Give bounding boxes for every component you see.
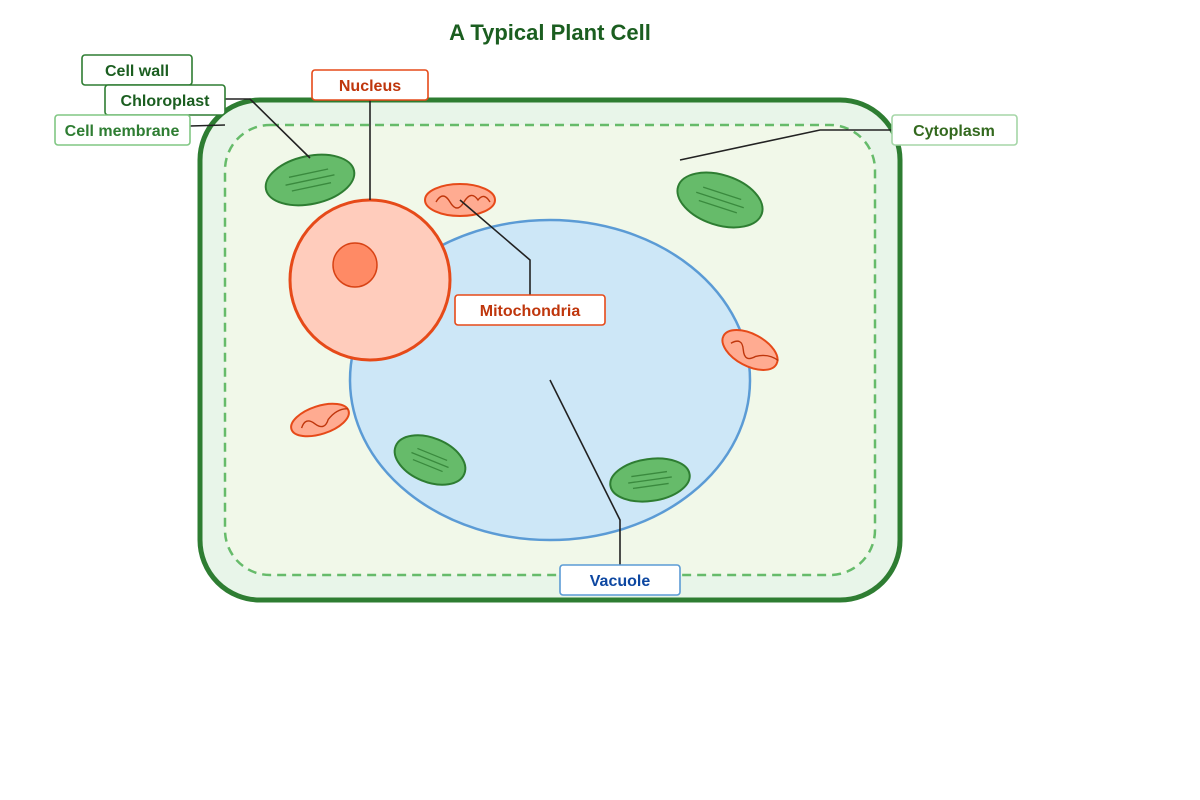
- label-cell-membrane: Cell membrane: [54, 114, 191, 146]
- leader-cell-membrane: [189, 124, 226, 127]
- chloroplast: [393, 434, 467, 486]
- label-cell-wall: Cell wall: [81, 54, 193, 86]
- mitochondrion: [290, 402, 350, 438]
- label-chloroplast-text: Chloroplast: [121, 93, 211, 110]
- label-vacuole: Vacuole: [559, 564, 681, 596]
- label-mitochondria: Mitochondria: [454, 294, 606, 326]
- label-cytoplasm: Cytoplasm: [891, 114, 1018, 146]
- nucleus: [288, 198, 452, 362]
- leader-mitochondria: [459, 199, 531, 295]
- chloroplast: [609, 457, 691, 503]
- chloroplast: [264, 153, 356, 207]
- label-mitochondria-text: Mitochondria: [480, 303, 581, 320]
- leader-cytoplasm: [679, 129, 892, 161]
- label-cytoplasm-text: Cytoplasm: [913, 123, 995, 140]
- label-nucleus: Nucleus: [311, 69, 429, 101]
- leader-lines: [189, 98, 892, 565]
- label-chloroplast: Chloroplast: [104, 84, 226, 116]
- mitochondrion: [721, 329, 779, 371]
- diagram-title: A Typical Plant Cell: [449, 20, 651, 45]
- leader-vacuole: [549, 379, 621, 565]
- label-cell-wall-text: Cell wall: [105, 63, 169, 80]
- leader-chloroplast: [225, 98, 311, 159]
- label-cell-membrane-text: Cell membrane: [65, 123, 180, 140]
- nucleolus: [332, 242, 378, 288]
- label-vacuole-text: Vacuole: [590, 573, 651, 590]
- label-nucleus-text: Nucleus: [339, 78, 401, 95]
- chloroplast: [676, 171, 764, 229]
